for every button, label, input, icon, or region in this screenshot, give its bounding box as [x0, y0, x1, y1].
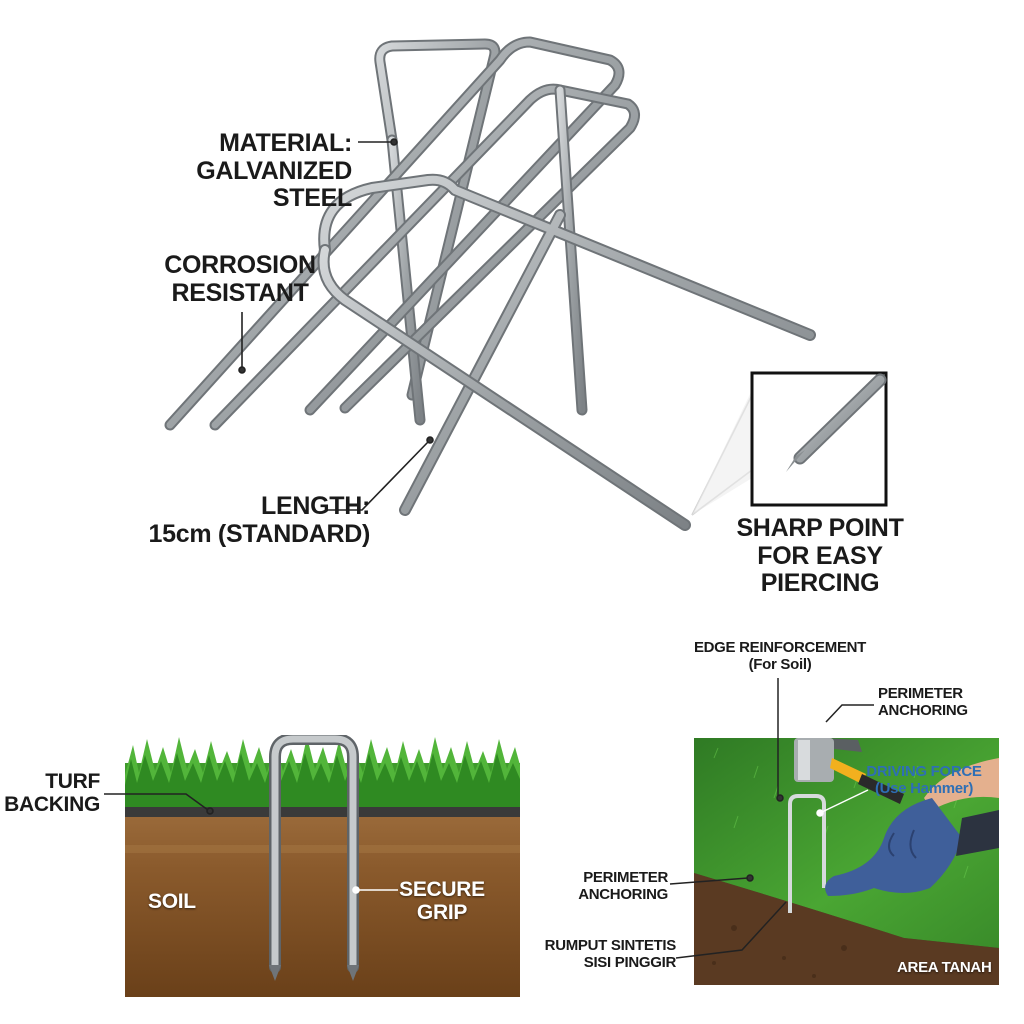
- secure-grip-label: SECURE GRIP: [399, 878, 485, 925]
- gloved-hand: [825, 758, 999, 896]
- sharp-point-label: SHARP POINT FOR EASY PIERCING: [736, 514, 904, 597]
- sharp-point-inset: [692, 371, 888, 515]
- staple-2: [164, 36, 625, 431]
- staple-4: [317, 173, 816, 531]
- staple-3: [209, 83, 640, 431]
- artificial-turf: [694, 738, 999, 948]
- rumput-sintetis-label: RUMPUT SINTETIS SISI PINGGIR: [544, 937, 677, 971]
- hammer: [794, 738, 904, 804]
- perimeter-anchoring-left-label: PERIMETER ANCHORING: [578, 869, 668, 903]
- grass-layer: [125, 737, 520, 809]
- staples-illustration: [164, 36, 888, 531]
- corrosion-label: CORROSION RESISTANT: [164, 251, 316, 307]
- cross-section-staple: [269, 735, 359, 973]
- turf-backing-layer: [125, 807, 520, 817]
- turf-backing-label: TURF BACKING: [4, 770, 100, 817]
- area-tanah-label: AREA TANAH: [897, 959, 992, 976]
- perimeter-anchoring-top-label: PERIMETER ANCHORING: [878, 685, 968, 719]
- length-label: LENGTH: 15cm (STANDARD): [148, 492, 371, 548]
- soil-label: SOIL: [148, 890, 196, 913]
- driving-force-label: DRIVING FORCE (Use Hammer): [866, 763, 982, 797]
- cross-section-panel: [125, 735, 520, 997]
- material-label: MATERIAL: GALVANIZED STEEL: [196, 129, 352, 212]
- edge-reinforcement-label: EDGE REINFORCEMENT (For Soil): [693, 639, 867, 673]
